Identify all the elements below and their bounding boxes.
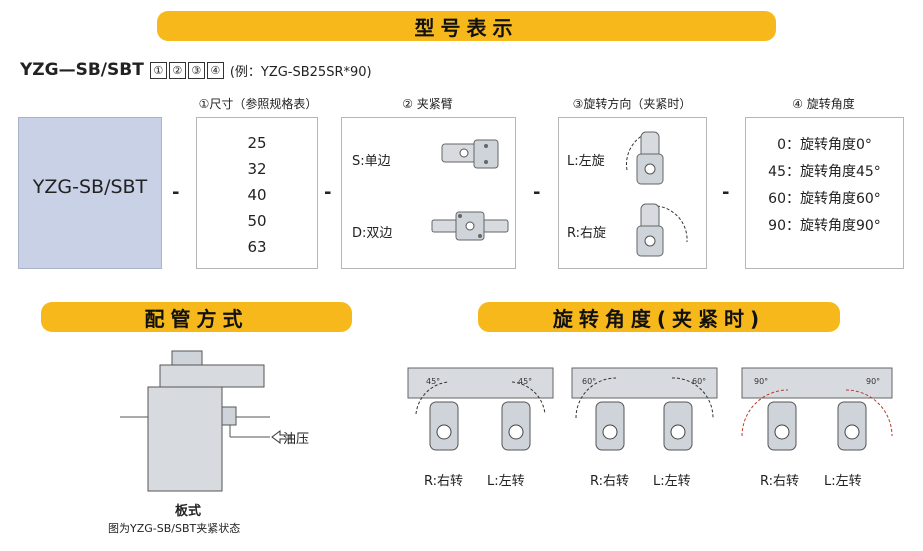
rotation-left-label: L:左转 (824, 474, 862, 489)
double-arm-icon (431, 211, 509, 241)
column-head-size: ①尺寸（参照规格表） (198, 97, 318, 111)
code-box-4: ④ (206, 61, 224, 79)
size-list: 25 32 40 50 63 (197, 130, 317, 260)
size-box: 25 32 40 50 63 (196, 117, 318, 269)
model-box-label: YZG-SB/SBT (32, 176, 148, 198)
column-head-direction: ③旋转方向（夹紧时） (572, 97, 692, 111)
left-rotation-icon (626, 131, 664, 185)
model-code-line: YZG—SB/SBT ① ② ③ ④ (例：YZG-SB25SR*90) (20, 60, 372, 80)
clamp-arm-box: S:单边 D:双边 (341, 117, 516, 269)
rotation-figure-90: 90° 90° (741, 367, 893, 451)
separator-dash: - (533, 182, 541, 203)
rotation-angle-tag: 60° (582, 377, 596, 386)
oil-pressure-label: 油压 (283, 432, 310, 447)
rotation-figure-45: 45° 45° (407, 367, 554, 451)
rotation-left-label: L:左转 (653, 474, 691, 489)
rotation-angle-tag: 45° (426, 377, 440, 386)
model-code-example: (例：YZG-SB25SR*90) (229, 64, 372, 80)
model-box: YZG-SB/SBT (18, 117, 162, 269)
rotation-left-label: L:左转 (487, 474, 525, 489)
piping-method-banner: 配管方式 (41, 302, 352, 332)
direction-right-label: R:右旋 (567, 226, 607, 241)
code-box-2: ② (168, 61, 186, 79)
angle-list: 0：旋转角度0° 45：旋转角度45° 60：旋转角度60° 90：旋转角度90… (746, 132, 903, 240)
right-rotation-icon (636, 203, 688, 257)
clamp-state-note: 图为YZG-SB/SBT夹紧状态 (108, 522, 241, 535)
model-designation-banner: 型号表示 (157, 11, 776, 41)
angle-option: 0：旋转角度0° (777, 137, 872, 153)
rotation-right-label: R:右转 (760, 474, 800, 489)
angle-option: 45：旋转角度45° (768, 164, 881, 180)
arm-double-label: D:双边 (352, 226, 393, 241)
angle-option: 90：旋转角度90° (768, 218, 881, 234)
separator-dash: - (722, 182, 730, 203)
size-option: 63 (247, 238, 267, 256)
rotation-angle-tag: 90° (866, 377, 880, 386)
rotation-angle-tag: 45° (518, 377, 532, 386)
rotation-angle-tag: 90° (754, 377, 768, 386)
size-option: 50 (247, 212, 267, 230)
rotation-right-label: R:右转 (424, 474, 464, 489)
single-arm-icon (441, 139, 499, 169)
rotation-right-label: R:右转 (590, 474, 630, 489)
column-head-angle: ④ 旋转角度 (792, 97, 855, 111)
code-box-1: ① (149, 61, 167, 79)
rotation-figure-60: 60° 60° (571, 367, 718, 451)
size-option: 25 (247, 134, 267, 152)
rotation-angle-tag: 60° (692, 377, 706, 386)
angle-option: 60：旋转角度60° (768, 191, 881, 207)
model-code-prefix: YZG—SB/SBT (20, 60, 144, 80)
separator-dash: - (172, 182, 180, 203)
direction-left-label: L:左旋 (567, 154, 605, 169)
size-option: 40 (247, 186, 267, 204)
piping-cylinder-drawing (120, 350, 291, 492)
rotation-angle-banner: 旋转角度(夹紧时) (478, 302, 840, 332)
rotation-angle-box: 0：旋转角度0° 45：旋转角度45° 60：旋转角度60° 90：旋转角度90… (745, 117, 904, 269)
code-box-3: ③ (187, 61, 205, 79)
arm-single-label: S:单边 (352, 154, 391, 169)
column-head-arm: ② 夹紧臂 (402, 97, 453, 111)
separator-dash: - (324, 182, 332, 203)
rotation-direction-box: L:左旋 R:右旋 (558, 117, 707, 269)
plate-type-label: 板式 (175, 504, 202, 519)
size-option: 32 (247, 160, 267, 178)
